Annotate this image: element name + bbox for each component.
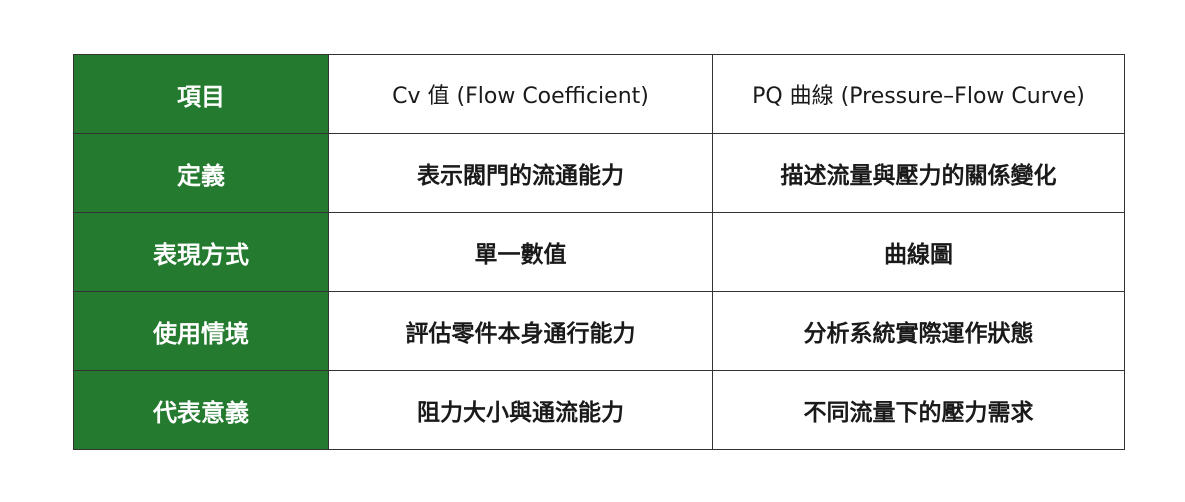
- row-label-representation: 表現方式: [73, 212, 329, 292]
- comparison-table: 項目 Cv 值 (Flow Coefficient) PQ 曲線 (Pressu…: [73, 54, 1125, 450]
- row-label-usage: 使用情境: [73, 291, 329, 371]
- row-cell-pq: 描述流量與壓力的關係變化: [712, 133, 1125, 213]
- row-cell-pq: 分析系統實際運作狀態: [712, 291, 1125, 371]
- row-cell-cv: 表示閥門的流通能力: [328, 133, 713, 213]
- row-label-meaning: 代表意義: [73, 370, 329, 450]
- table-row: 代表意義 阻力大小與通流能力 不同流量下的壓力需求: [73, 370, 1125, 450]
- header-label-cell: 項目: [73, 54, 329, 134]
- header-pq-cell: PQ 曲線 (Pressure–Flow Curve): [712, 54, 1125, 134]
- table-row: 定義 表示閥門的流通能力 描述流量與壓力的關係變化: [73, 133, 1125, 213]
- row-cell-cv: 評估零件本身通行能力: [328, 291, 713, 371]
- table-row: 表現方式 單一數值 曲線圖: [73, 212, 1125, 292]
- row-cell-pq: 曲線圖: [712, 212, 1125, 292]
- header-cv-cell: Cv 值 (Flow Coefficient): [328, 54, 713, 134]
- table-row: 使用情境 評估零件本身通行能力 分析系統實際運作狀態: [73, 291, 1125, 371]
- row-label-definition: 定義: [73, 133, 329, 213]
- table-header-row: 項目 Cv 值 (Flow Coefficient) PQ 曲線 (Pressu…: [73, 54, 1125, 134]
- row-cell-cv: 單一數值: [328, 212, 713, 292]
- row-cell-cv: 阻力大小與通流能力: [328, 370, 713, 450]
- row-cell-pq: 不同流量下的壓力需求: [712, 370, 1125, 450]
